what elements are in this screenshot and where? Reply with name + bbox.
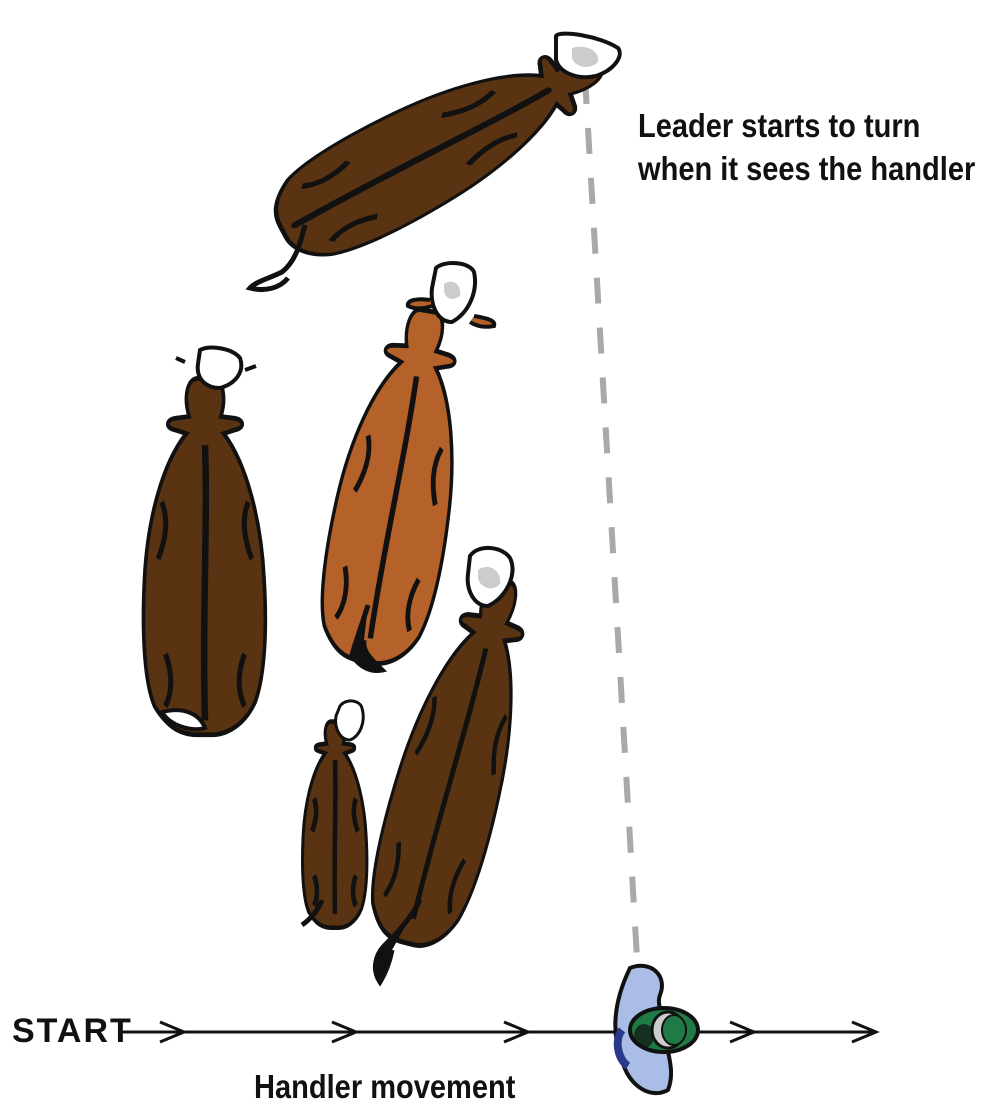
leader-annotation-line2: when it sees the handler — [638, 150, 975, 188]
left-cow — [143, 379, 265, 735]
calf — [303, 722, 367, 928]
sight-line — [585, 78, 637, 958]
leader-annotation-line1: Leader starts to turn — [638, 107, 920, 145]
start-label: START — [12, 1012, 133, 1051]
handler-icon — [615, 966, 698, 1093]
middle-orange-cow — [309, 301, 484, 672]
handler-movement-label: Handler movement — [254, 1068, 515, 1106]
